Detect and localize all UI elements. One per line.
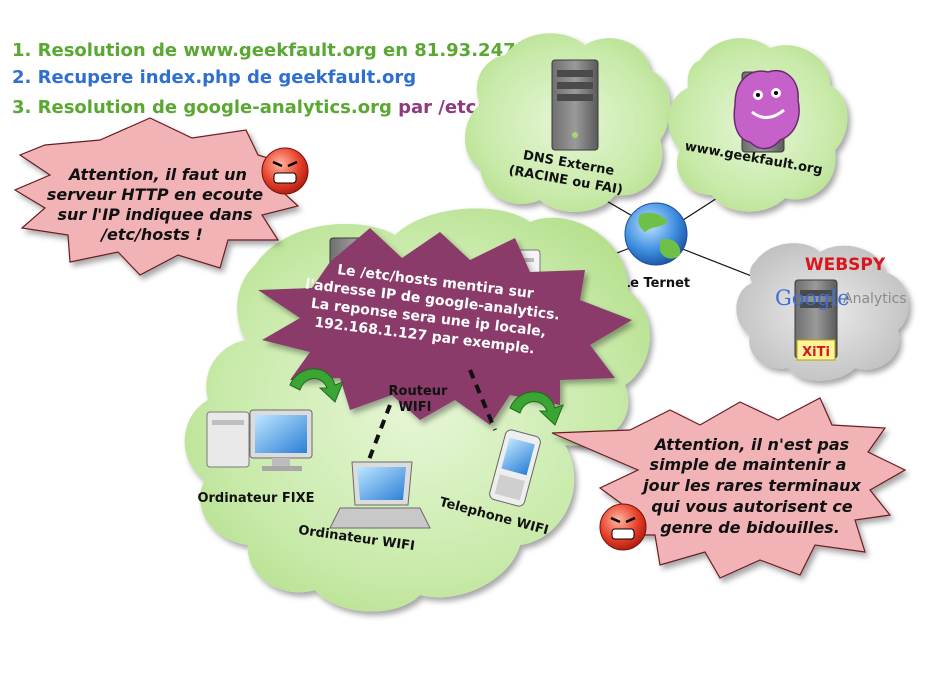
router-label-line2: WIFI bbox=[399, 400, 432, 415]
warn-right-line2: simple de maintenir a bbox=[650, 455, 847, 474]
mascot-monster-icon bbox=[733, 69, 800, 150]
internet-label: Le Ternet bbox=[622, 276, 690, 291]
phone-icon bbox=[489, 429, 541, 507]
desktop-label: Ordinateur FIXE bbox=[197, 491, 314, 506]
angry-face-icon bbox=[261, 147, 309, 195]
warn-left-line4: /etc/hosts ! bbox=[99, 225, 203, 244]
warn-right-line1: Attention, il n'est pas bbox=[653, 435, 849, 454]
warning-bubble-left bbox=[13, 117, 302, 276]
analytics-label: Analytics bbox=[843, 291, 907, 307]
step-1-text: 1. Resolution de www.geekfault.org en 81… bbox=[12, 40, 561, 61]
internet-globe-icon bbox=[624, 202, 688, 266]
dns-server-icon bbox=[551, 59, 599, 151]
sync-arrow-icon bbox=[289, 368, 344, 403]
desktop-computer-icon bbox=[206, 409, 313, 471]
angry-face-icon-2 bbox=[599, 503, 647, 551]
xiti-badge bbox=[796, 339, 836, 361]
router-label-line1: Routeur bbox=[389, 384, 448, 399]
step-2-text: 2. Recupere index.php de geekfault.org bbox=[12, 67, 417, 88]
webspy-label: WEBSPY bbox=[805, 255, 886, 275]
warn-right-line5: genre de bidouilles. bbox=[660, 518, 840, 537]
warn-left-line3: sur l'IP indiquee dans bbox=[57, 205, 252, 224]
xiti-label: XiTi bbox=[802, 345, 830, 360]
google-logo: Google bbox=[775, 286, 850, 310]
sync-arrow-icon-2 bbox=[509, 391, 564, 426]
wifi-links bbox=[363, 369, 497, 471]
warn-left-line2: serveur HTTP en ecoute bbox=[47, 185, 263, 204]
warn-left-line1: Attention, il faut un bbox=[67, 165, 247, 184]
warn-right-line3: jour les rares terminaux bbox=[640, 476, 861, 495]
step-3-main: 3. Resolution de google-analytics.org bbox=[12, 97, 392, 118]
hosts-note-bubble bbox=[258, 228, 632, 425]
warn-right-line4: qui vous autorisent ce bbox=[651, 497, 852, 516]
laptop-icon bbox=[329, 461, 431, 529]
